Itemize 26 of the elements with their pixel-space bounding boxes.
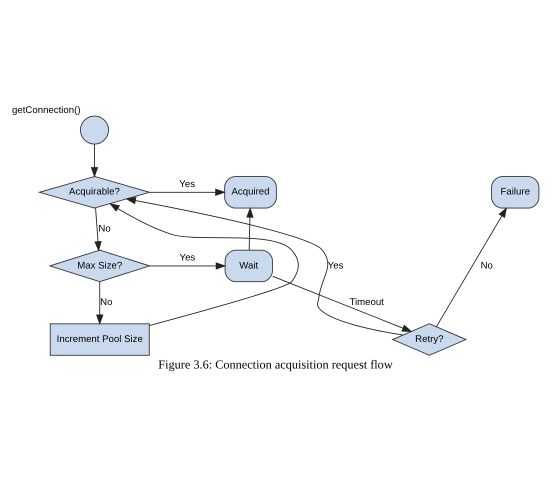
node-diamond: Max Size? xyxy=(48,249,152,282)
edge-label: Yes xyxy=(179,178,196,190)
edge-label: No xyxy=(100,296,112,308)
node-box: Acquired xyxy=(224,176,277,208)
edge-label: Timeout xyxy=(349,296,384,308)
node-circle xyxy=(80,115,109,144)
edge-label: Yes xyxy=(180,252,196,263)
edge-label: Yes xyxy=(328,260,344,271)
edge-label: No xyxy=(98,223,111,234)
arrow xyxy=(149,262,226,270)
caption: Figure 3.6: Connection acquisition request flow xyxy=(158,357,393,372)
arrow xyxy=(246,206,254,250)
arrow xyxy=(125,196,404,335)
arrow xyxy=(149,188,226,196)
arrow xyxy=(94,207,102,252)
node-box: Increment Pool Size xyxy=(50,322,150,356)
node-label: getConnection() xyxy=(12,104,81,116)
arrow xyxy=(96,281,104,325)
arrow xyxy=(272,275,412,332)
edge-label: No xyxy=(480,260,493,271)
node-diamond: Acquirable? xyxy=(38,176,152,208)
arrow xyxy=(436,206,508,326)
node-box: Wait xyxy=(224,249,273,282)
node-box: Failure xyxy=(491,176,540,208)
arrow xyxy=(90,143,98,178)
arrow xyxy=(109,202,299,326)
